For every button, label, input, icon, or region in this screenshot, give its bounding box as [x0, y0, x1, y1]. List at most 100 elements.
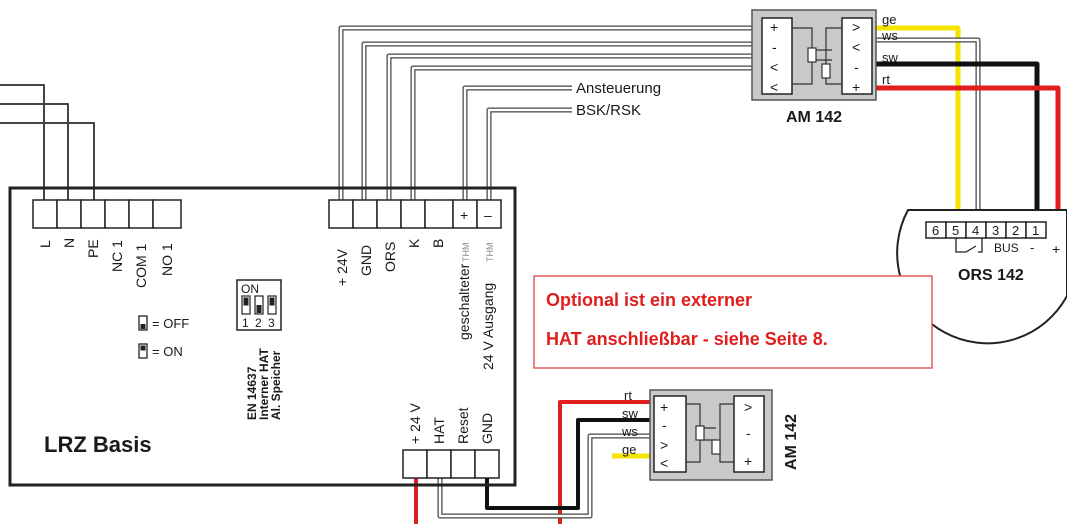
wire-ors-top-core — [387, 54, 752, 200]
tag-ws-bottom: ws — [621, 424, 638, 439]
lrz-frame — [8, 186, 517, 487]
ors-bus-minus: - — [1030, 240, 1034, 255]
hat-terminal-hat — [426, 449, 452, 479]
terminal-nc1 — [104, 199, 130, 229]
label-n: N — [61, 238, 77, 248]
am-top-left-mark-4: < — [770, 79, 778, 95]
wire-k-top-core — [411, 66, 752, 200]
ors-num-5: 5 — [952, 223, 959, 238]
tag-ws-top: ws — [881, 28, 898, 43]
terminal-com1 — [128, 199, 154, 229]
dip-switch: ON 1 2 3 — [236, 279, 282, 331]
dip-knob-2 — [256, 305, 262, 313]
hat-terminal-reset — [450, 449, 476, 479]
hat-label-reset: Reset — [455, 407, 471, 444]
dip-caption-1: EN 14637 — [245, 366, 259, 420]
am-bottom-right-mark-2: - — [746, 425, 751, 441]
am-top-right-mark-3: - — [854, 59, 859, 75]
lrz-basis: LRZ Basis L N PE NC 1 COM 1 NO 1 — [8, 186, 517, 487]
am-bottom-left-block — [653, 395, 687, 473]
am-bottom-right-mark-1: > — [744, 399, 752, 415]
am-top-resistor-1 — [807, 47, 817, 63]
tag-rt-bottom: rt — [624, 388, 632, 403]
tag-ge-top: ge — [882, 12, 896, 27]
am-top-left-mark-3: < — [770, 59, 778, 75]
note-line-1: Optional ist ein externer — [546, 290, 752, 310]
note-line-2: HAT anschließbar - siehe Seite 8. — [546, 329, 828, 349]
wire-rt-top — [876, 85, 1061, 222]
lrz-title: LRZ Basis — [44, 432, 152, 457]
wire-mains-l — [0, 84, 45, 200]
wire-control-core — [463, 86, 572, 200]
label-24v: + 24V — [334, 248, 350, 286]
hat-labels: + 24 V HAT Reset GND — [407, 402, 495, 444]
legend-on-knob — [140, 345, 146, 351]
bottom-wire-tags: rt sw ws ge — [621, 388, 639, 457]
terminal-gnd — [352, 199, 378, 229]
label-gnd: GND — [358, 245, 374, 276]
legend-on-symbol — [138, 343, 148, 359]
wire-24v-top-core — [339, 26, 752, 200]
am142-top: + - < < > < - + AM 142 — [751, 9, 877, 126]
ors-bus-plus: + — [1052, 241, 1060, 257]
terminal-no1 — [152, 199, 182, 229]
ors-label: ORS 142 — [958, 267, 1024, 284]
dip-caption: EN 14637 Interner HAT Al. Speicher — [245, 348, 283, 420]
am-bottom-right-block — [733, 395, 765, 473]
wire-gnd-top-core — [362, 42, 752, 200]
switch-legend: = OFF = ON — [138, 315, 189, 359]
am-bottom-label: AM 142 — [783, 414, 800, 470]
thm-tag-2: THM — [485, 243, 495, 263]
label-pe: PE — [85, 239, 101, 258]
mains-terminal-block — [32, 199, 182, 229]
terminal-plus-mark: + — [460, 207, 468, 223]
dip-caption-2: Interner HAT — [257, 348, 271, 420]
label-ors: ORS — [382, 242, 398, 272]
label-com1: COM 1 — [133, 243, 149, 288]
am-top-label: AM 142 — [786, 109, 842, 126]
label-nc1: NC 1 — [109, 240, 125, 272]
am-top-circuit — [792, 27, 842, 85]
am-bottom-right-mark-3: + — [744, 453, 752, 469]
am-top-marks: + - < < > < - + — [770, 19, 860, 95]
ors-num-4: 4 — [972, 223, 979, 238]
ors-housing — [896, 209, 1067, 345]
wire-ors-top — [386, 53, 752, 200]
ors-terminals — [925, 221, 1047, 239]
hat-label-gnd: GND — [479, 413, 495, 444]
tag-sw-top: sw — [882, 50, 899, 65]
tag-sw-bottom: sw — [622, 406, 639, 421]
am-bottom-left-mark-1: + — [660, 399, 668, 415]
am-bottom-left-mark-2: - — [662, 417, 667, 433]
wire-rt-bottom — [558, 400, 650, 524]
am-top-right-mark-2: < — [852, 39, 860, 55]
ors-bus-label: BUS — [994, 241, 1019, 255]
terminal-k — [400, 199, 426, 229]
wires-bottom — [414, 400, 650, 524]
wire-sw-top — [876, 61, 1040, 222]
wire-mains-n — [0, 103, 69, 200]
tag-rt-top: rt — [882, 72, 890, 87]
ors-num-2: 2 — [1012, 223, 1019, 238]
dip-number-2: 2 — [255, 316, 262, 330]
terminal-pe — [80, 199, 106, 229]
dip-knob-3 — [269, 297, 275, 306]
label-l: L — [37, 240, 53, 248]
terminal-minus — [476, 199, 502, 229]
legend-off-knob — [140, 324, 146, 329]
terminal-ors — [376, 199, 402, 229]
am142-bottom: + - > < > - + AM 142 — [649, 389, 800, 481]
tag-ge-bottom: ge — [622, 442, 636, 457]
wire-ws-top-a — [876, 37, 981, 222]
label-output: 24 V Ausgang — [480, 283, 496, 370]
dip-number-1: 1 — [242, 316, 249, 330]
am-top-left-mark-1: + — [770, 19, 778, 35]
am-top-right-block — [841, 17, 873, 95]
wire-ws-top-b — [876, 38, 980, 222]
dip-number-3: 3 — [268, 316, 275, 330]
legend-off-symbol — [138, 315, 148, 331]
am-top-resistor-2 — [821, 63, 831, 79]
dip-knob-1 — [243, 297, 249, 306]
top-wire-tags: ge ws sw rt — [881, 12, 899, 87]
